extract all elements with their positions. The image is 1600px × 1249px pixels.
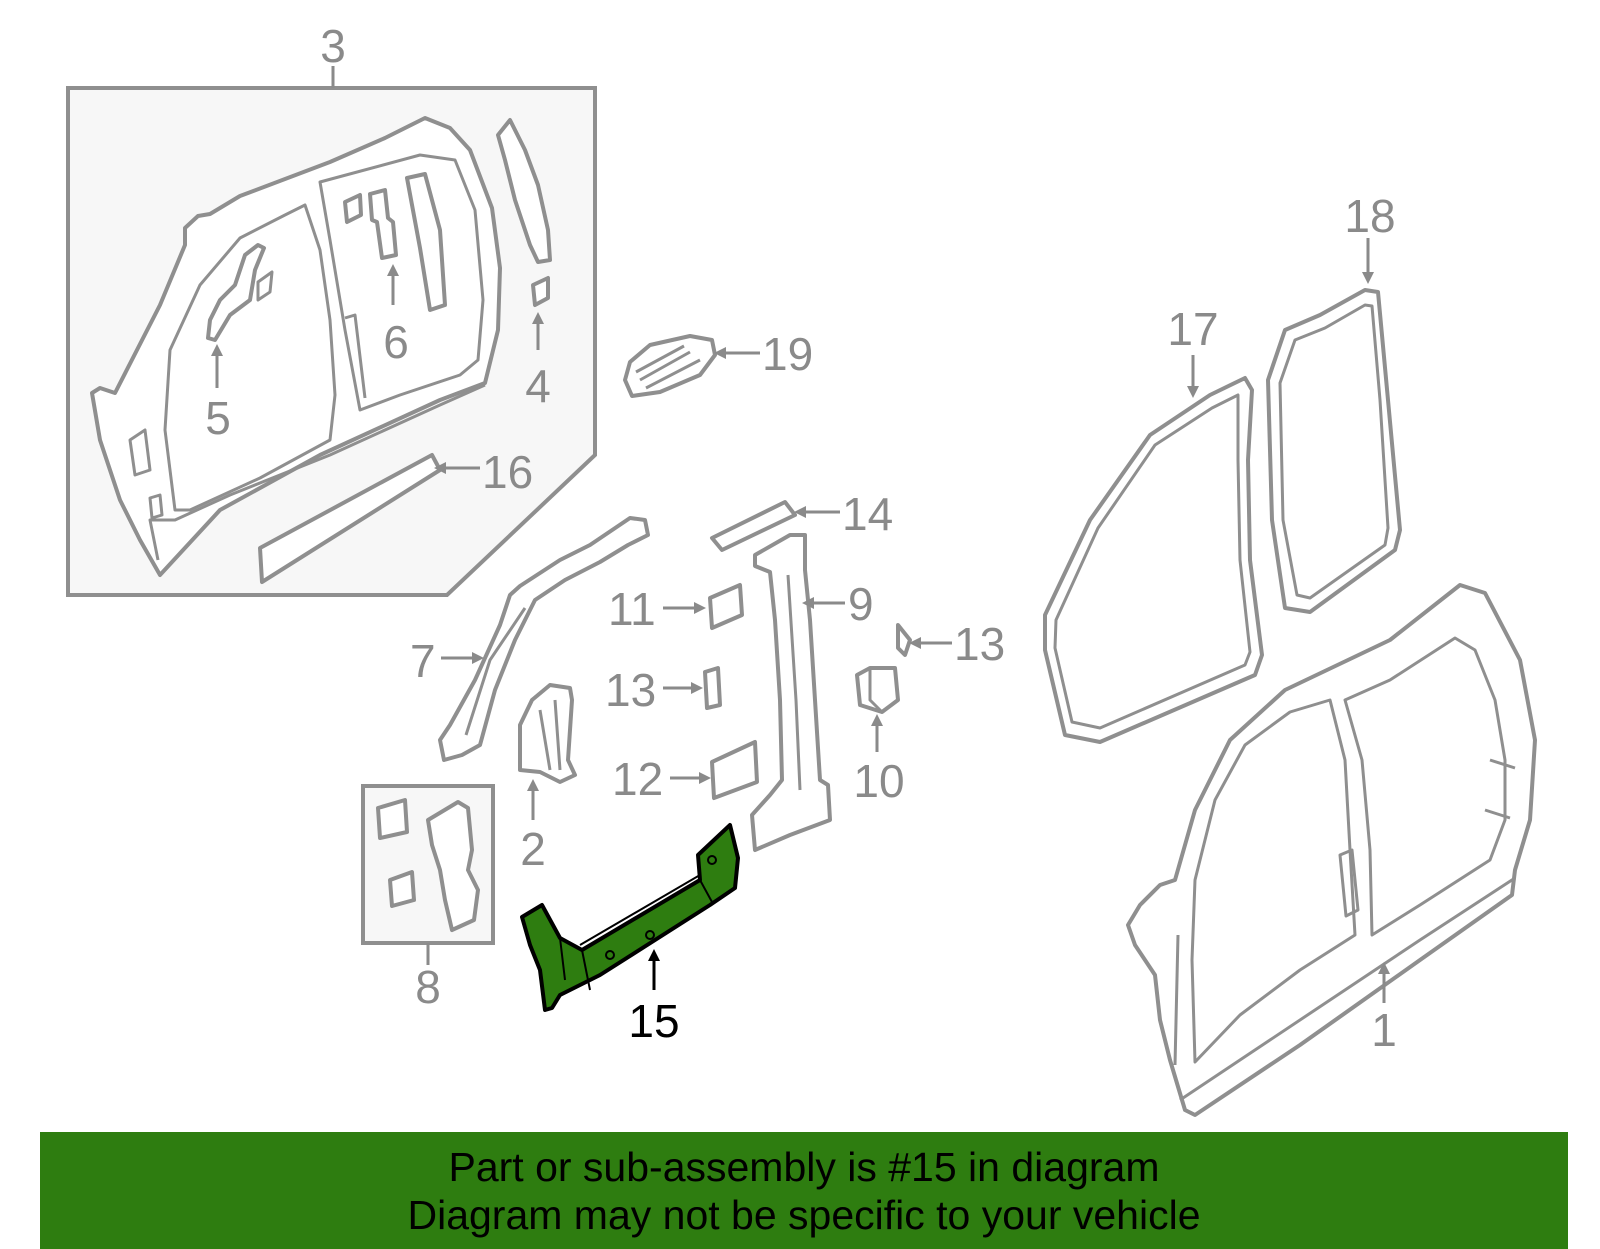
part-8-assembly-box [361, 784, 495, 965]
part-10-bracket [855, 666, 900, 752]
callout-13-left: 13 [605, 664, 656, 716]
callout-8: 8 [415, 961, 441, 1013]
callout-3: 3 [320, 20, 346, 72]
callout-5: 5 [205, 392, 231, 444]
part-17-front-door-glass [1043, 355, 1264, 744]
callout-1: 1 [1371, 1004, 1397, 1056]
callout-2: 2 [520, 823, 546, 875]
part-16-sill-strip [258, 453, 480, 584]
part-18-rear-door-glass [1266, 238, 1402, 614]
callout-17: 17 [1167, 303, 1218, 355]
part-6-bracket [343, 172, 447, 312]
callout-7: 7 [410, 635, 436, 687]
callout-11: 11 [608, 583, 656, 635]
banner-line-2: Diagram may not be specific to your vehi… [407, 1191, 1201, 1238]
callout-18: 18 [1344, 190, 1395, 242]
part-7-a-pillar [438, 516, 650, 762]
callout-19: 19 [762, 328, 813, 380]
part-1-outer-side-panel [1126, 583, 1537, 1117]
callout-14: 14 [842, 488, 893, 540]
part-19-vent [623, 334, 760, 398]
part-5-reinforcement [206, 243, 274, 388]
callout-10: 10 [853, 755, 904, 807]
part-13-patch-left [663, 666, 722, 710]
callout-9: 9 [848, 578, 874, 630]
banner-line-1: Part or sub-assembly is #15 in diagram [448, 1143, 1160, 1190]
callout-13-right: 13 [954, 618, 1005, 670]
info-banner: Part or sub-assembly is #15 in diagram D… [40, 1132, 1568, 1249]
part-15-rocker-panel-highlighted[interactable] [520, 823, 740, 1012]
part-4-bracket [496, 118, 552, 350]
inner-side-panel [90, 116, 502, 577]
part-12-patch [670, 740, 759, 800]
part-11-patch [663, 583, 744, 630]
part-9-b-pillar [750, 533, 845, 852]
callout-12: 12 [612, 753, 663, 805]
part-14-cap [710, 500, 840, 552]
callout-6: 6 [383, 316, 409, 368]
callout-16: 16 [482, 446, 533, 498]
part-2-bracket [518, 683, 577, 820]
callout-4: 4 [525, 360, 551, 412]
part-13-patch-right [896, 623, 952, 657]
callout-15[interactable]: 15 [628, 995, 679, 1047]
